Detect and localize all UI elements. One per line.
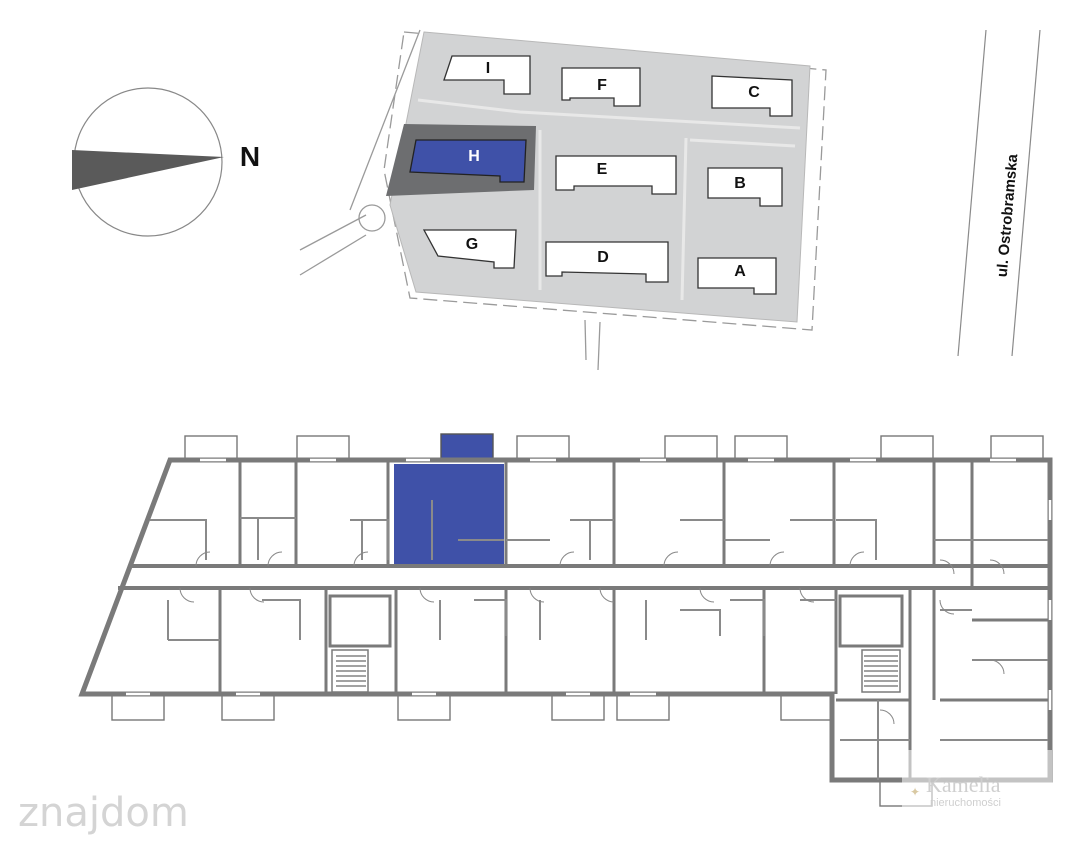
building-e bbox=[555, 155, 677, 195]
building-label-d: D bbox=[597, 249, 609, 266]
north-label: N bbox=[240, 141, 260, 172]
broker-star-icon: ✦ bbox=[910, 785, 920, 799]
street-edge-right bbox=[1011, 29, 1041, 357]
building-label-h: H bbox=[468, 148, 480, 165]
building-f bbox=[561, 67, 641, 107]
building-label-c: C bbox=[748, 84, 760, 101]
balconies-bottom bbox=[111, 693, 933, 807]
watermark-broker: ✦ Kamelia nieruchomości bbox=[902, 750, 1052, 814]
building-label-f: F bbox=[597, 77, 607, 94]
building-label-a: A bbox=[734, 263, 746, 280]
site-plan: I F C H E B G D A ul. Ostrobramska bbox=[299, 29, 1041, 371]
building-label-e: E bbox=[597, 161, 608, 178]
watermark-broker-sub: nieruchomości bbox=[930, 797, 1001, 809]
window-openings bbox=[126, 458, 1052, 710]
building-outer-walls bbox=[78, 457, 1053, 783]
building-d bbox=[545, 241, 669, 283]
corridor-walls bbox=[118, 564, 1048, 590]
watermark-site: znajdom bbox=[18, 790, 189, 836]
floor-plan bbox=[78, 433, 1053, 807]
building-label-i: I bbox=[486, 60, 490, 77]
highlighted-balcony bbox=[440, 433, 494, 463]
highlighted-apartment bbox=[394, 464, 504, 564]
compass: N bbox=[72, 87, 260, 237]
stairwell-left bbox=[328, 594, 392, 693]
watermark-broker-name: Kamelia bbox=[926, 772, 1001, 797]
street-edge-left bbox=[957, 29, 987, 357]
street-label: ul. Ostrobramska bbox=[994, 153, 1022, 278]
interior-walls bbox=[150, 500, 1048, 780]
compass-needle-icon bbox=[72, 150, 224, 190]
building-g bbox=[422, 229, 517, 269]
building-a bbox=[697, 257, 777, 295]
building-i bbox=[443, 55, 531, 95]
stairwell-right bbox=[838, 594, 904, 693]
building-label-g: G bbox=[466, 236, 478, 253]
building-b bbox=[707, 167, 783, 207]
door-swings bbox=[179, 551, 1005, 725]
building-label-b: B bbox=[734, 175, 746, 192]
building-h-highlighted bbox=[409, 139, 527, 183]
building-c bbox=[711, 75, 793, 117]
